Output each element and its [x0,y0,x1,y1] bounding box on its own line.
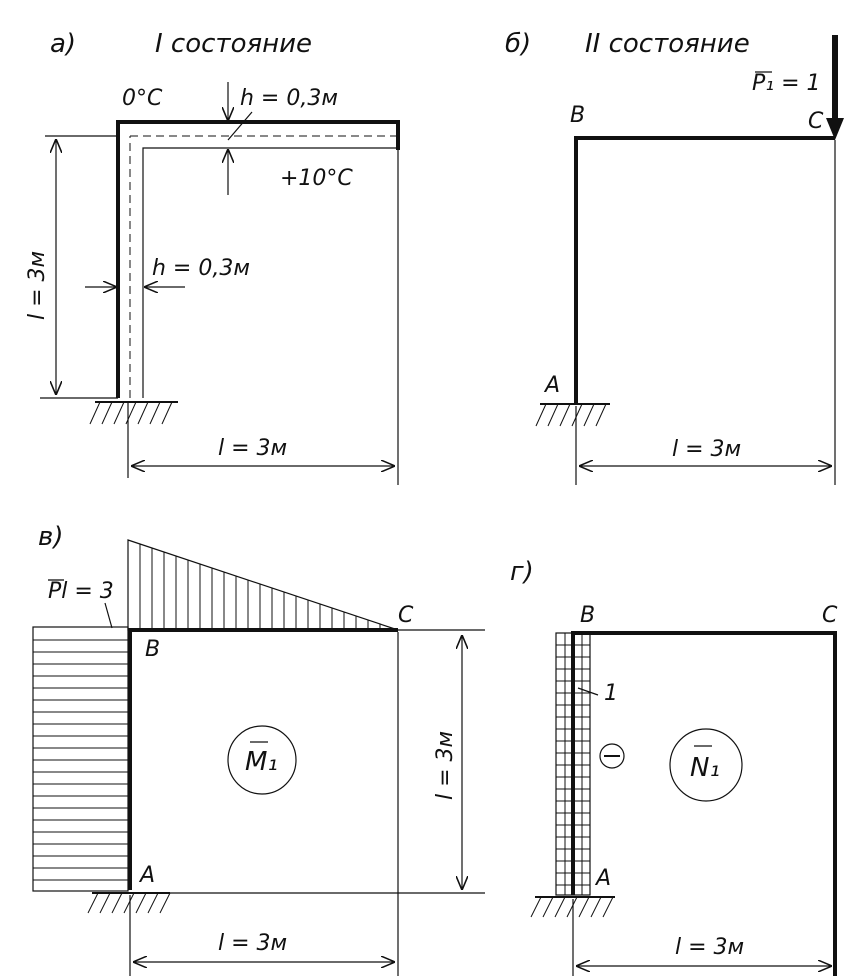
panel-a-l-vert: l = 3м [25,251,50,320]
panel-a-letter: а) [50,29,76,59]
panel-v-beam-moment-hatch [139,544,393,630]
panel-g-l-horiz: l = 3м [675,935,744,960]
panel-b-node-a: A [543,373,560,398]
panel-g-letter: г) [510,557,534,587]
panel-v-frame [128,628,398,890]
panel-a: а) I состояние 0°C h = 0,3м +10°C h = 0,… [25,29,400,485]
panel-v-support-hatch [87,892,171,914]
panel-v-node-a: A [138,863,155,888]
panel-b-frame [574,136,835,404]
panel-v-col-moment-outline [32,626,129,892]
panel-v-diagram-name: M₁ [245,747,278,777]
panel-v-beam-moment-outline [127,539,399,631]
panel-b-support-hatch [535,403,607,427]
panel-b-node-c: C [808,109,824,134]
panel-g-diagram-circle [669,728,743,802]
panel-a-temp-inner: +10°C [280,166,353,191]
panel-v-letter: в) [38,522,63,552]
panel-b-letter: б) [505,29,531,59]
panel-b-title: II состояние [585,29,750,59]
panel-a-temp-top: 0°C [122,86,163,111]
panel-a-h-top: h = 0,3м [240,86,338,111]
panel-g-sign-circle [599,743,625,769]
panel-b-l-horiz: l = 3м [672,437,741,462]
panel-a-title: I состояние [155,29,312,59]
panel-a-h-col: h = 0,3м [152,256,250,281]
panel-v-moment-leader [104,602,113,629]
panel-a-frame-inner [142,147,398,398]
panel-g-value: 1 [604,681,618,706]
panel-g-diagram-name: N₁ [690,753,720,783]
panel-v-l-horiz: l = 3м [218,931,287,956]
panel-b-node-b: B [570,103,585,128]
panel-v-diagram-circle [227,725,297,795]
panel-b-force-label: P₁ = 1 [752,71,821,96]
panel-g-node-c: C [822,603,838,628]
panel-v: в) Pl = 3 B C A M₁ l = 3м [32,522,485,976]
panel-g-node-b: B [580,603,595,628]
panel-g-frame [571,631,837,976]
panel-g-node-a: A [594,866,611,891]
panel-v-node-c: C [398,603,414,628]
panel-g-support-hatch [530,896,614,918]
panel-v-col-moment-hatch [33,639,128,881]
panel-g: г) B C A 1 N₁ l = 3м [510,557,838,976]
panel-b-force-head [826,118,844,140]
panel-a-h-leader [227,111,253,141]
panel-g-value-leader [577,687,599,696]
panel-v-l-vert: l = 3м [433,731,458,800]
panel-v-moment-label: Pl = 3 [48,579,114,604]
panel-v-node-b: B [145,637,160,662]
panel-b: б) II состояние P₁ = 1 B C A l = 3м [505,29,844,485]
panel-a-support-hatch [89,401,173,425]
panel-a-l-horiz: l = 3м [218,436,287,461]
